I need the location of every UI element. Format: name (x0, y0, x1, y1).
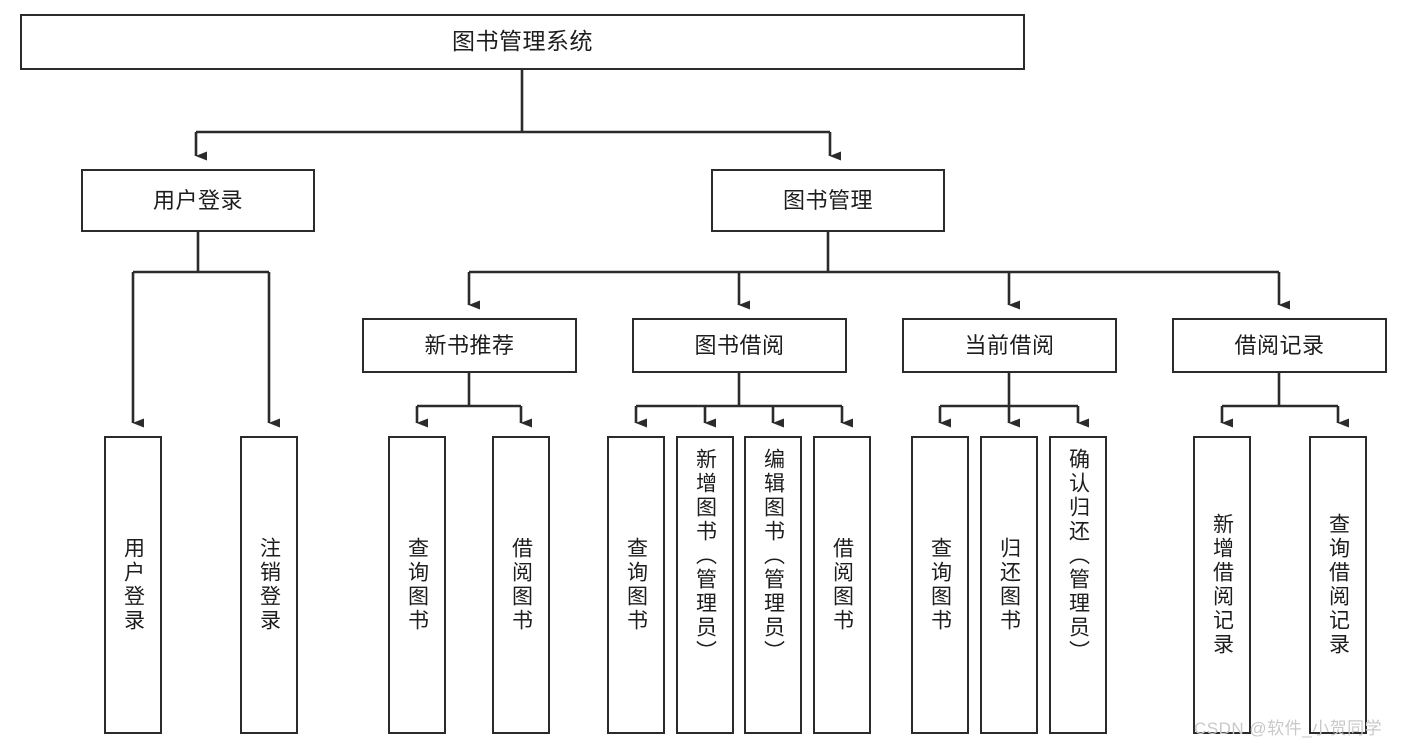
node-book-management[interactable]: 图书管理 (711, 169, 945, 232)
node-label: 图书管理 (782, 187, 873, 213)
node-label: 新增图书（管理员） (693, 448, 717, 664)
leaf-confirm-return-admin[interactable]: 确认归还（管理员） (1049, 436, 1107, 734)
leaf-query-borrow-record[interactable]: 查询借阅记录 (1309, 436, 1367, 734)
node-label: 当前借阅 (964, 332, 1055, 358)
node-label: 借阅图书 (509, 537, 533, 633)
node-current-borrow[interactable]: 当前借阅 (902, 318, 1117, 373)
leaf-query-book-recommend[interactable]: 查询图书 (388, 436, 446, 734)
node-label: 图书管理系统 (452, 28, 593, 55)
node-label: 确认归还（管理员） (1066, 448, 1090, 664)
leaf-query-book-borrow[interactable]: 查询图书 (607, 436, 665, 734)
leaf-query-book-current[interactable]: 查询图书 (911, 436, 969, 734)
node-label: 新书推荐 (424, 332, 515, 358)
node-label: 查询借阅记录 (1326, 513, 1350, 657)
leaf-logout[interactable]: 注销登录 (240, 436, 298, 734)
leaf-borrow-book[interactable]: 借阅图书 (813, 436, 871, 734)
leaf-return-book[interactable]: 归还图书 (980, 436, 1038, 734)
leaf-edit-book-admin[interactable]: 编辑图书（管理员） (744, 436, 802, 734)
leaf-add-book-admin[interactable]: 新增图书（管理员） (676, 436, 734, 734)
node-new-book-recommend[interactable]: 新书推荐 (362, 318, 577, 373)
leaf-borrow-book-recommend[interactable]: 借阅图书 (492, 436, 550, 734)
node-label: 查询图书 (928, 537, 952, 633)
node-book-borrow[interactable]: 图书借阅 (632, 318, 847, 373)
node-label: 借阅图书 (830, 537, 854, 633)
node-borrow-record[interactable]: 借阅记录 (1172, 318, 1387, 373)
node-label: 查询图书 (405, 537, 429, 633)
node-label: 借阅记录 (1234, 332, 1325, 358)
leaf-add-borrow-record[interactable]: 新增借阅记录 (1193, 436, 1251, 734)
node-label: 查询图书 (624, 537, 648, 633)
node-label: 编辑图书（管理员） (761, 448, 785, 664)
node-root-system[interactable]: 图书管理系统 (20, 14, 1025, 70)
node-label: 归还图书 (997, 537, 1021, 633)
node-label: 用户登录 (152, 187, 243, 213)
node-label: 用户登录 (121, 537, 145, 633)
node-label: 图书借阅 (694, 332, 785, 358)
node-user-login[interactable]: 用户登录 (81, 169, 315, 232)
node-label: 新增借阅记录 (1210, 513, 1234, 657)
leaf-user-login[interactable]: 用户登录 (104, 436, 162, 734)
node-label: 注销登录 (257, 537, 281, 633)
